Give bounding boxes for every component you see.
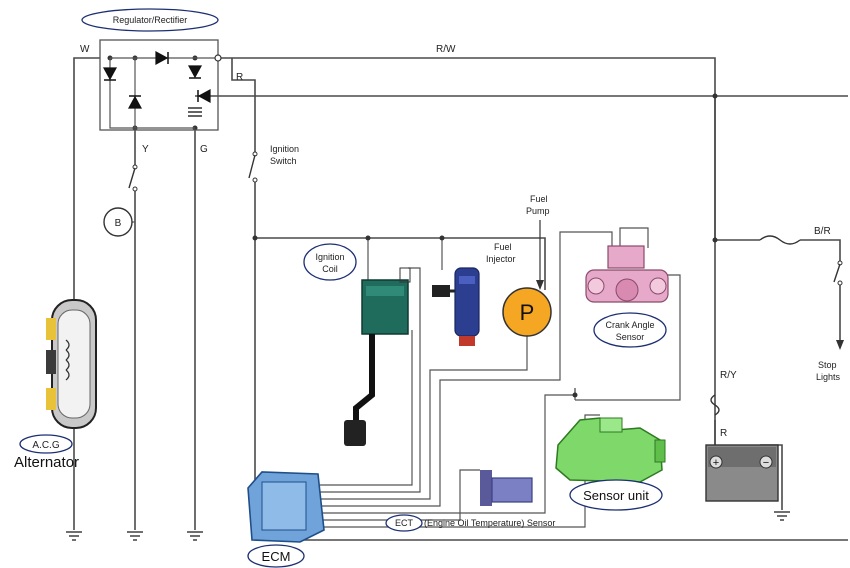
wire-ecm-4	[320, 231, 613, 507]
wire-ecm-1	[320, 330, 413, 486]
wire-power-bus	[255, 237, 546, 290]
stop-light-switch: Stop Lights	[816, 260, 844, 382]
fuel-pump-body	[502, 287, 552, 337]
label-rw: R/W	[436, 44, 456, 55]
regulator-label-oval	[81, 8, 219, 32]
ground-icon	[66, 531, 82, 541]
wire-br	[800, 239, 841, 262]
alternator: A.C.G Alternator	[14, 299, 97, 471]
wire-rw	[218, 57, 716, 455]
sensor-unit: Sensor unit	[555, 417, 666, 511]
label-y: Y	[142, 144, 149, 155]
svg-text:+: +	[713, 457, 719, 469]
label-g: G	[200, 144, 208, 155]
svg-text:Ignition: Ignition	[315, 252, 344, 262]
svg-text:Fuel: Fuel	[494, 242, 512, 252]
fuse-ry	[710, 394, 720, 416]
label-r-batt: R	[720, 428, 727, 439]
svg-text:Pump: Pump	[526, 206, 550, 216]
crank-angle-sensor: Crank Angle Sensor	[585, 245, 669, 348]
ecm-oval	[247, 544, 305, 568]
ect-sensor-body	[491, 477, 533, 503]
fuel-injector: Fuel Injector	[432, 242, 516, 346]
svg-text:B: B	[115, 218, 122, 229]
label-r-top: R	[236, 72, 243, 83]
regulator-rectifier: Regulator/Rectifier	[81, 8, 222, 131]
wire-crank-2	[575, 274, 681, 401]
pump-letter: P	[520, 300, 535, 325]
battery: R/Y R + −	[705, 370, 779, 502]
wire-ecm-3	[320, 335, 528, 500]
ignition-coil-oval	[303, 243, 357, 281]
label-ignition-switch-1: Ignition	[270, 144, 299, 154]
junctions	[107, 55, 718, 398]
svg-text:Sensor: Sensor	[616, 332, 645, 342]
svg-text:−: −	[763, 457, 769, 469]
diode-icon	[155, 50, 169, 66]
ect-sensor: ECT (Engine Oil Temperature) Sensor	[385, 470, 555, 532]
svg-text:Stop: Stop	[818, 360, 837, 370]
stator-sensor: B	[103, 207, 133, 237]
sensor-unit-oval	[569, 479, 663, 511]
svg-text:Fuel: Fuel	[530, 194, 548, 204]
label-br: B/R	[814, 226, 831, 237]
crank-sensor-oval	[593, 312, 667, 348]
ground-icon	[774, 511, 790, 521]
diode-icon	[187, 65, 203, 79]
thyristor-icon	[127, 95, 143, 109]
wire-ecm-2	[320, 267, 421, 493]
wire-right-vertical	[714, 96, 760, 241]
svg-text:Injector: Injector	[486, 254, 516, 264]
acg-oval	[19, 434, 73, 454]
label-sensor-unit: Sensor unit	[583, 488, 649, 503]
wire-crank-1	[619, 227, 649, 248]
diode-icon	[197, 88, 211, 104]
label-ect-abbr: ECT	[395, 518, 414, 528]
ground-symbols	[66, 511, 790, 541]
regulator-box	[99, 39, 219, 131]
wire-ignition	[231, 58, 256, 152]
svg-text:Crank Angle: Crank Angle	[605, 320, 654, 330]
ignition-coil: Ignition Coil	[303, 243, 411, 446]
label-ry: R/Y	[720, 370, 737, 381]
diode-icon	[102, 67, 118, 81]
fuel-pump: Fuel Pump P	[502, 194, 552, 337]
ground-icon	[187, 531, 203, 541]
ignition-switch	[248, 151, 258, 183]
switch-y	[128, 164, 138, 192]
svg-text:Lights: Lights	[816, 372, 841, 382]
label-alternator: Alternator	[14, 454, 79, 471]
label-ignition-switch-2: Switch	[270, 156, 297, 166]
label-w: W	[80, 44, 90, 55]
svg-text:Coil: Coil	[322, 264, 338, 274]
ground-icon	[127, 531, 143, 541]
label-acg: A.C.G	[32, 440, 59, 451]
regulator-label: Regulator/Rectifier	[113, 15, 188, 25]
label-ect-full: (Engine Oil Temperature) Sensor	[424, 518, 555, 528]
label-ecm: ECM	[262, 549, 291, 564]
ecm: ECM	[247, 471, 325, 568]
ect-oval	[385, 514, 423, 532]
fuse-br: B/R	[759, 226, 831, 245]
